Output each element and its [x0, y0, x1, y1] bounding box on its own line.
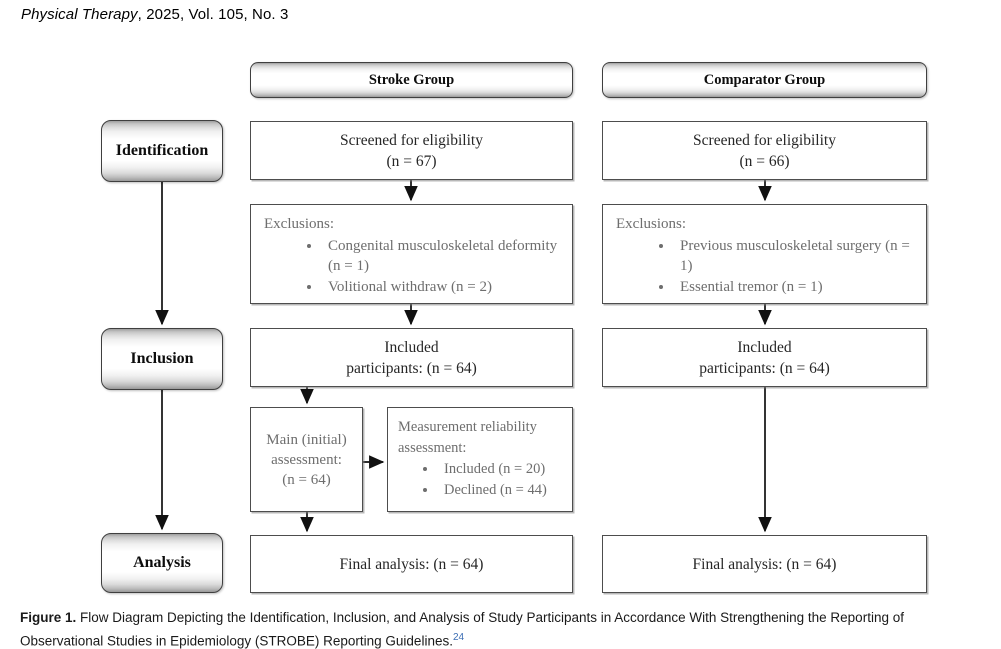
stage-label-analysis: Analysis [101, 533, 223, 593]
comparator-screened-line2: (n = 66) [739, 152, 790, 170]
comparator-exclusions-list: Previous musculoskeletal surgery (n = 1)… [616, 236, 913, 298]
comparator-included-box: Included participants: (n = 64) [602, 328, 927, 387]
identification-label: Identification [115, 142, 209, 159]
analysis-label: Analysis [133, 554, 191, 571]
stroke-main-assessment-box: Main (initial) assessment: (n = 64) [250, 407, 363, 512]
reliability-list: Included (n = 20) Declined (n = 44) [398, 459, 562, 500]
reliability-title-line2: assessment: [398, 439, 467, 456]
stroke-exclusion-item: Volitional withdraw (n = 2) [322, 277, 559, 298]
stroke-included-line2: participants: (n = 64) [346, 359, 477, 377]
reliability-title-line1: Measurement reliability [398, 419, 537, 435]
figure-caption-text: Flow Diagram Depicting the Identificatio… [20, 610, 904, 649]
comparator-group-header-label: Comparator Group [703, 71, 826, 88]
stroke-exclusion-item: Congenital musculoskeletal deformity (n … [322, 236, 559, 277]
stroke-group-header: Stroke Group [250, 62, 573, 98]
comparator-screened-box: Screened for eligibility (n = 66) [602, 121, 927, 180]
comparator-final-analysis-text: Final analysis: (n = 64) [692, 555, 837, 573]
comparator-included-line1: Included [737, 338, 792, 356]
stage-label-inclusion: Inclusion [101, 328, 223, 390]
stroke-included-box: Included participants: (n = 64) [250, 328, 573, 387]
figure-label: Figure 1. [20, 610, 77, 625]
comparator-screened-line1: Screened for eligibility [693, 131, 836, 149]
stroke-final-analysis-text: Final analysis: (n = 64) [339, 555, 484, 573]
inclusion-label: Inclusion [130, 350, 194, 367]
main-assessment-line2: assessment: [271, 451, 342, 468]
stroke-exclusions-box: Exclusions: Congenital musculoskeletal d… [250, 204, 573, 304]
reference-link[interactable]: 24 [452, 632, 465, 643]
journal-issue: , 2025, Vol. 105, No. 3 [137, 6, 289, 23]
reliability-item: Declined (n = 44) [438, 480, 562, 501]
stroke-final-analysis-box: Final analysis: (n = 64) [250, 535, 573, 593]
stroke-screened-line2: (n = 67) [386, 152, 437, 170]
comparator-exclusions-box: Exclusions: Previous musculoskeletal sur… [602, 204, 927, 304]
journal-header: Physical Therapy, 2025, Vol. 105, No. 3 [21, 6, 288, 23]
comparator-exclusion-item: Previous musculoskeletal surgery (n = 1) [674, 236, 913, 277]
main-assessment-line1: Main (initial) [266, 431, 347, 448]
stroke-screened-line1: Screened for eligibility [340, 131, 483, 149]
comparator-final-analysis-box: Final analysis: (n = 64) [602, 535, 927, 593]
stroke-exclusions-title: Exclusions: [264, 216, 334, 232]
comparator-exclusion-item: Essential tremor (n = 1) [674, 277, 913, 298]
stage-label-identification: Identification [101, 120, 223, 182]
comparator-exclusions-title: Exclusions: [616, 216, 686, 232]
stroke-included-line1: Included [384, 338, 439, 356]
stroke-exclusions-list: Congenital musculoskeletal deformity (n … [264, 236, 559, 298]
comparator-group-header: Comparator Group [602, 62, 927, 98]
figure-caption: Figure 1. Flow Diagram Depicting the Ide… [20, 608, 983, 649]
main-assessment-line3: (n = 64) [282, 471, 331, 488]
stroke-group-header-label: Stroke Group [368, 71, 455, 88]
journal-title: Physical Therapy [21, 6, 138, 23]
reliability-item: Included (n = 20) [438, 459, 562, 480]
stroke-screened-box: Screened for eligibility (n = 67) [250, 121, 573, 180]
stroke-reliability-box: Measurement reliability assessment: Incl… [387, 407, 573, 512]
comparator-included-line2: participants: (n = 64) [699, 359, 830, 377]
